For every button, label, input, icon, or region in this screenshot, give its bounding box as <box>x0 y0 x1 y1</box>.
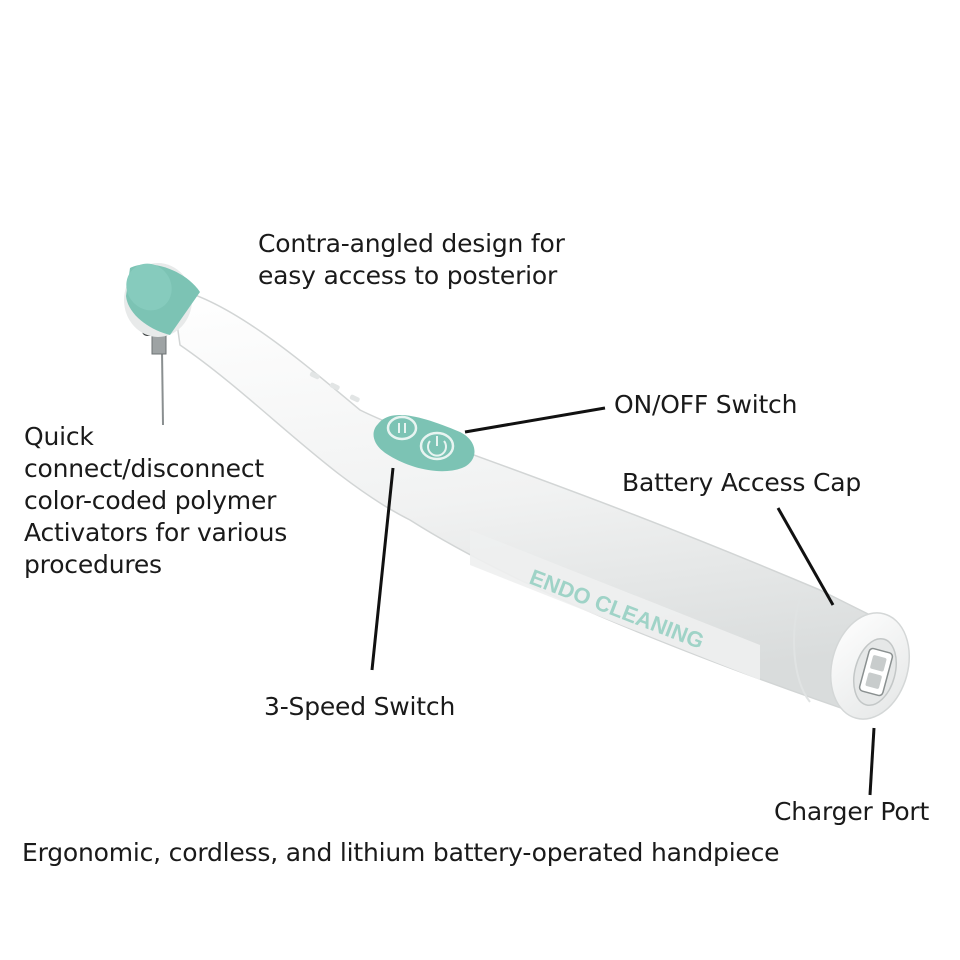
quick-connect-line-5: procedures <box>24 550 162 579</box>
usb-port-icon <box>858 647 894 697</box>
ergonomic-caption: Ergonomic, cordless, and lithium battery… <box>22 838 780 867</box>
quick-connect-line-2: connect/disconnect <box>24 454 264 483</box>
charger-leader-line <box>868 727 876 796</box>
quick-connect-line-4: Activators for various <box>24 518 288 547</box>
head-cap <box>124 263 200 337</box>
onoff-leader-line <box>464 406 606 434</box>
battery-leader-line <box>776 507 835 606</box>
battery-cap-seam <box>793 597 811 703</box>
on-off-callout: ON/OFF Switch <box>614 390 798 419</box>
speed-button-icon <box>386 415 418 441</box>
quick-connect-line-1: Quick <box>24 422 94 451</box>
charger-end-face <box>829 612 911 720</box>
charger-port-callout: Charger Port <box>774 797 930 826</box>
battery-cap-callout: Battery Access Cap <box>622 468 862 497</box>
speed-leader-line <box>370 467 395 671</box>
quick-connect-callout: Quick connect/disconnect color-coded pol… <box>24 421 287 581</box>
contra-angle-line-2: easy access to posterior <box>258 261 558 290</box>
grip-dots <box>309 371 360 403</box>
contra-angle-line-1: Contra-angled design for <box>258 229 565 258</box>
speed-switch-callout: 3-Speed Switch <box>264 692 456 721</box>
contra-angle-callout: Contra-angled design for easy access to … <box>258 228 565 292</box>
switch-panel <box>373 415 475 472</box>
quick-connect-line-3: color-coded polymer <box>24 486 277 515</box>
label-band <box>470 530 760 680</box>
power-button-icon <box>419 431 455 461</box>
